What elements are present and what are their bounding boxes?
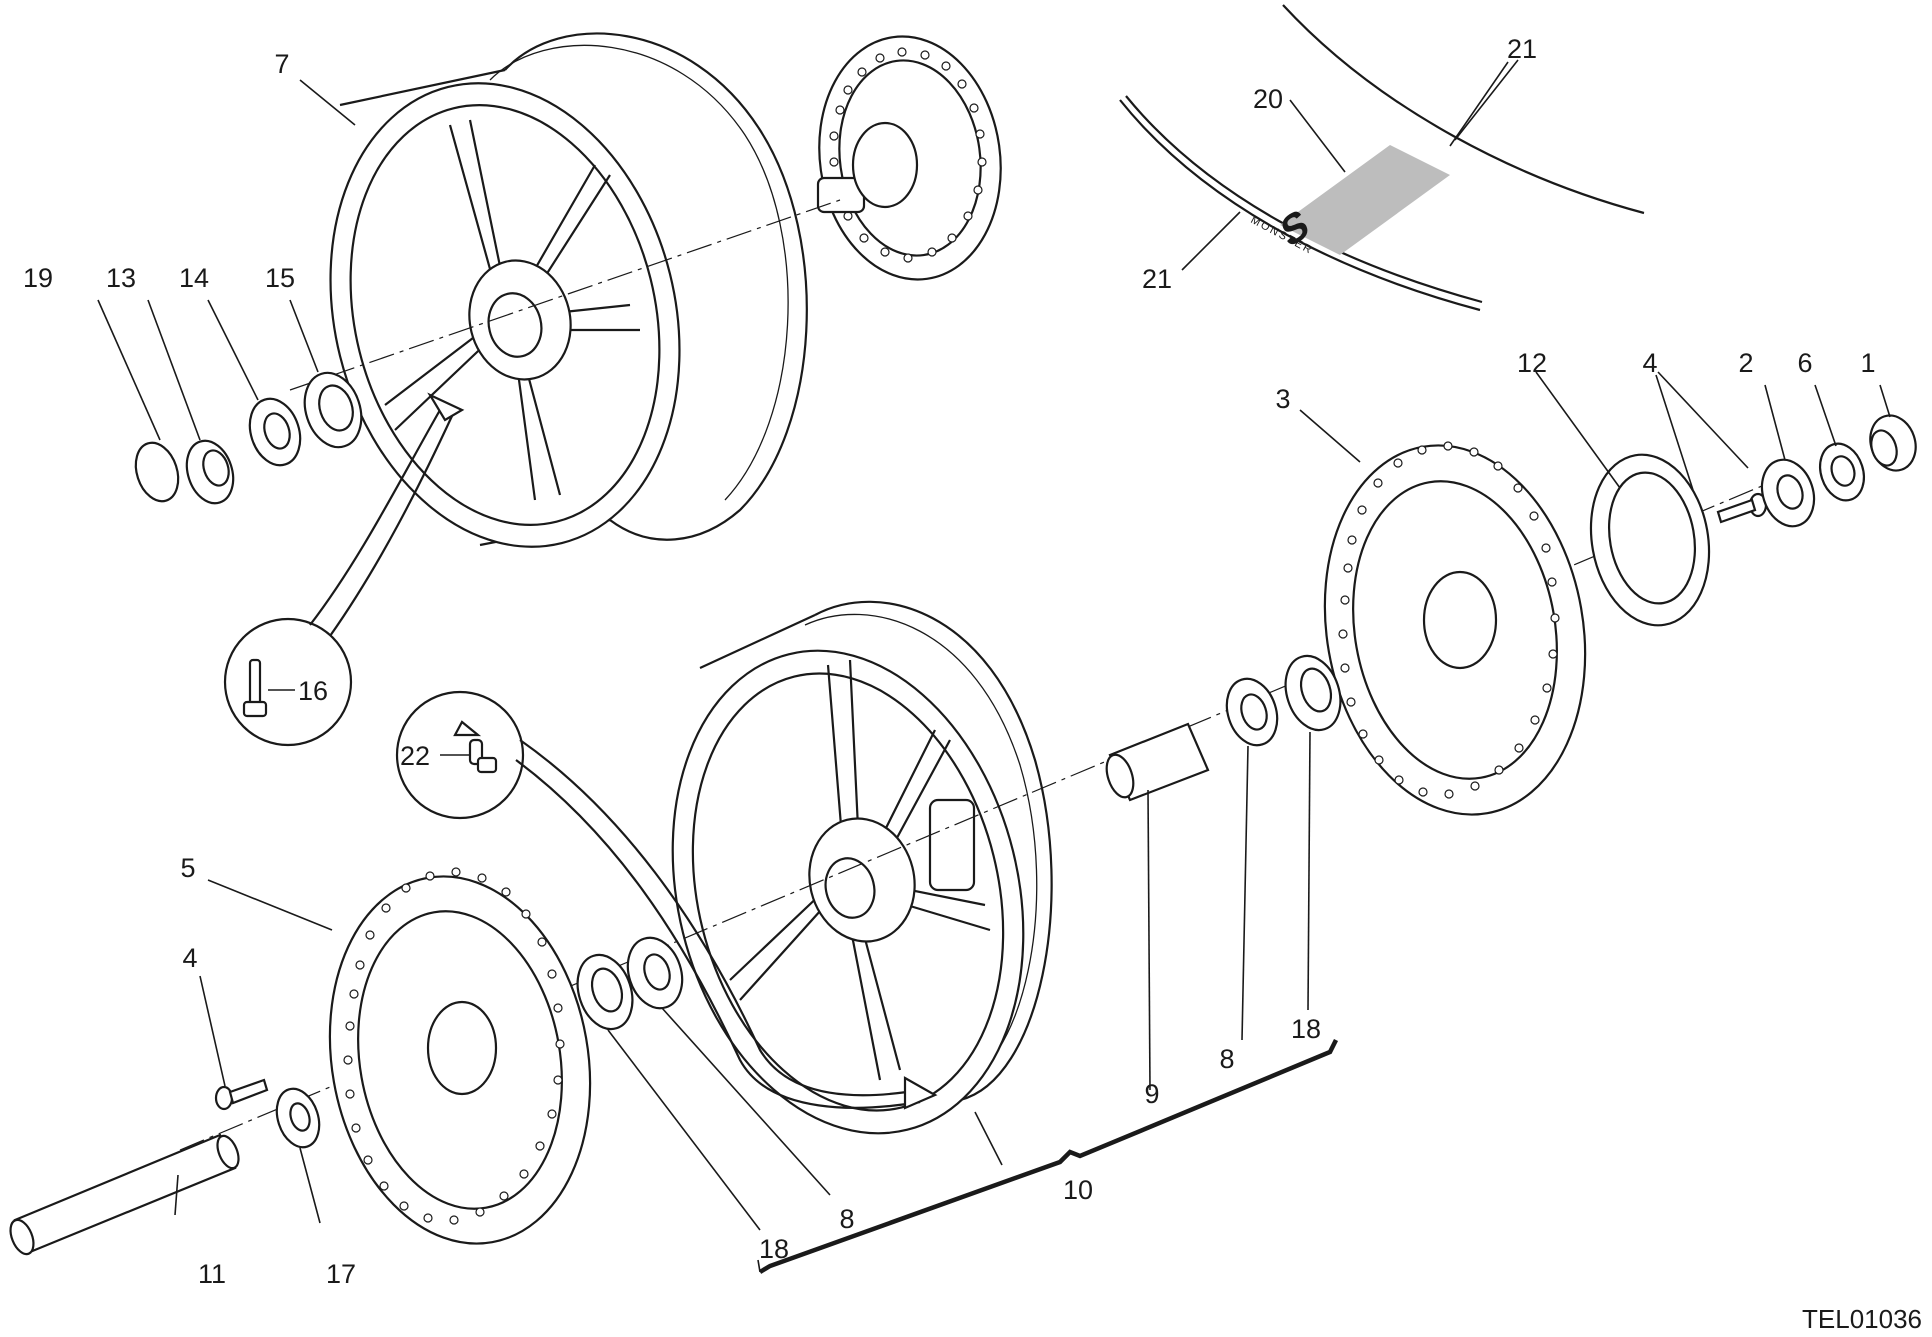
callout-21-lower: 21 <box>1142 264 1172 294</box>
callout-5: 5 <box>180 853 195 883</box>
callout-19: 19 <box>23 263 53 293</box>
rear-axis-line <box>289 199 841 391</box>
front-bolt-4-left <box>214 1078 269 1111</box>
callout-4-left: 4 <box>182 943 197 973</box>
callout-21-upper: 21 <box>1507 34 1537 64</box>
front-bearing-8-right <box>1225 677 1279 747</box>
decal-badge-sheet: S <box>1275 145 1450 257</box>
front-washer-6 <box>1819 442 1865 502</box>
callout-8-right: 8 <box>1219 1044 1234 1074</box>
front-spacer-2 <box>1760 458 1816 528</box>
front-seal-18-right <box>1284 654 1342 732</box>
callout-15: 15 <box>265 263 295 293</box>
group-bracket-10 <box>758 1038 1339 1274</box>
front-spacer-9 <box>1105 722 1210 802</box>
callout-labels: 1 2 3 4 4 5 6 7 8 8 9 10 11 12 13 14 15 … <box>23 34 1876 1289</box>
callout-22: 22 <box>400 741 430 771</box>
detail-circle-valve-16 <box>223 392 465 747</box>
callout-18-right: 18 <box>1291 1014 1321 1044</box>
rear-nut-ring-13 <box>185 439 235 505</box>
front-bearing-8-left <box>626 936 684 1010</box>
callout-2: 2 <box>1738 348 1753 378</box>
front-bolt-4-right <box>1716 492 1768 524</box>
rear-brake-disc <box>816 35 1002 281</box>
callout-1: 1 <box>1860 348 1875 378</box>
callout-12: 12 <box>1517 348 1547 378</box>
callout-17: 17 <box>326 1259 356 1289</box>
callout-6: 6 <box>1797 348 1812 378</box>
callout-10: 10 <box>1063 1175 1093 1205</box>
rear-snap-ring-19 <box>134 441 180 503</box>
rear-seal-15 <box>303 371 363 449</box>
callout-16: 16 <box>298 676 328 706</box>
callout-4-right: 4 <box>1642 348 1657 378</box>
callout-9: 9 <box>1144 1079 1159 1109</box>
rear-wheel <box>329 32 808 548</box>
front-disc-right <box>1323 441 1587 816</box>
rim-decal-strip-lower: MONSTER <box>1119 95 1483 312</box>
rear-washer-14 <box>248 397 302 467</box>
front-washer-17 <box>275 1087 321 1149</box>
callout-14: 14 <box>179 263 209 293</box>
front-seal-18-left <box>576 953 634 1031</box>
front-right-disc-holes <box>1338 441 1560 799</box>
rim-decal-strip-upper <box>1282 4 1645 215</box>
front-axle-11 <box>9 1133 240 1256</box>
front-left-disc-holes <box>343 867 565 1225</box>
callout-3: 3 <box>1275 384 1290 414</box>
callout-7: 7 <box>274 49 289 79</box>
abs-tone-wheel <box>1589 453 1711 627</box>
callout-18-left: 18 <box>759 1234 789 1264</box>
leader-lines <box>97 59 1891 1231</box>
callout-20: 20 <box>1253 84 1283 114</box>
front-disc-left <box>328 867 592 1245</box>
callout-8-left: 8 <box>839 1204 854 1234</box>
callout-11: 11 <box>198 1259 226 1289</box>
callout-13: 13 <box>106 263 136 293</box>
drawing-code: TEL01036 <box>1802 1304 1922 1334</box>
front-wheel <box>671 600 1053 1135</box>
front-axle-nut-1 <box>1869 414 1917 472</box>
